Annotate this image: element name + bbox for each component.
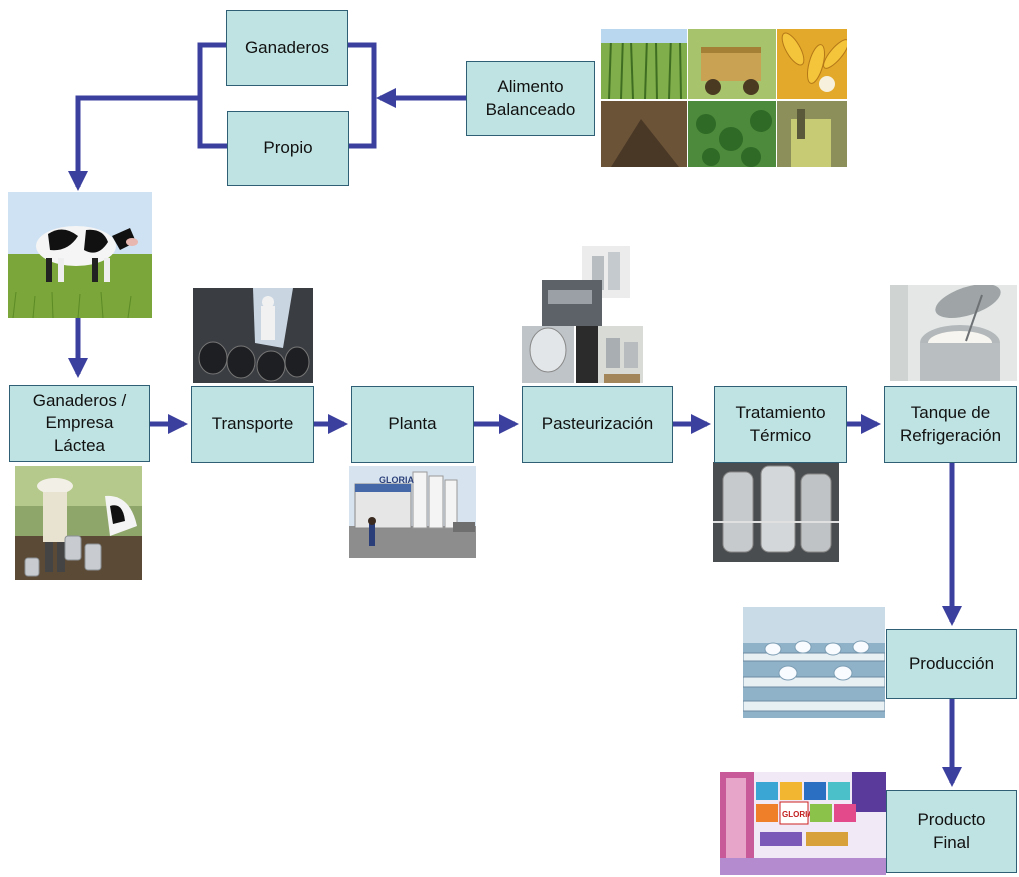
node-ganaderos: Ganaderos [226, 10, 348, 86]
node-ganaderos-empresa-lactea: Ganaderos / Empresa Láctea [9, 385, 150, 462]
thermal-treatment-image [713, 462, 839, 562]
milking-image [15, 466, 142, 580]
cow-image [8, 192, 152, 318]
node-produccion: Producción [886, 629, 1017, 699]
plant-image: GLORIA [349, 466, 476, 558]
node-tanque-refrigeracion: Tanque de Refrigeración [884, 386, 1017, 463]
product-brand-text: GLORIA [782, 810, 813, 819]
transport-image [193, 288, 313, 383]
feed-collage-image [601, 29, 847, 167]
final-product-image: GLORIA [720, 772, 886, 875]
plant-sign-text: GLORIA [379, 475, 414, 485]
node-pasteurizacion: Pasteurización [522, 386, 673, 463]
bracket-left [197, 42, 227, 149]
node-producto-final: Producto Final [886, 790, 1017, 873]
refrigeration-tank-image [890, 285, 1017, 381]
node-tratamiento-termico: Tratamiento Térmico [714, 386, 847, 463]
bracket-right [348, 42, 377, 149]
arrow-bracket-to-cow [68, 95, 200, 191]
pasteurization-collage-image [522, 246, 643, 383]
node-transporte: Transporte [191, 386, 314, 463]
node-propio: Propio [227, 111, 349, 186]
production-line-image [743, 607, 885, 718]
node-alimento-balanceado: Alimento Balanceado [466, 61, 595, 136]
node-planta: Planta [351, 386, 474, 463]
